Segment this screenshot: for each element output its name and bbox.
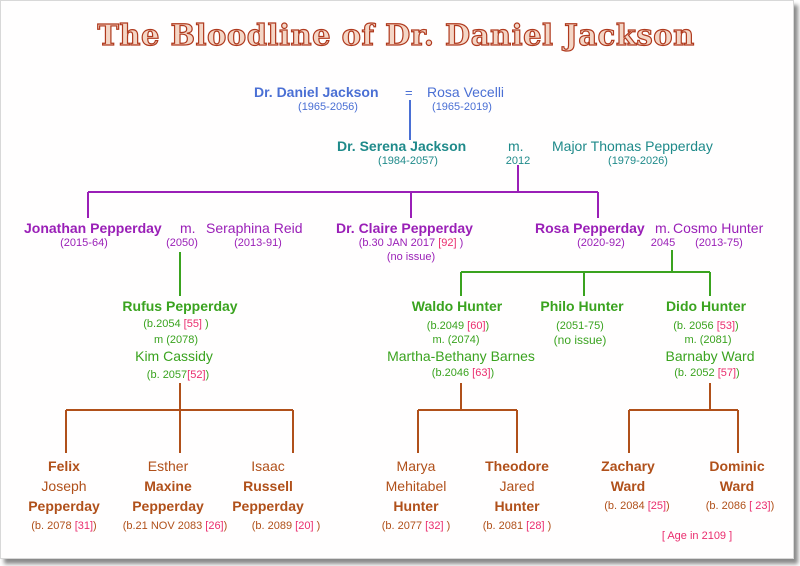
person-isaac-pepperday: Isaac Russell Pepperday bbox=[232, 458, 304, 514]
marriage-sign: = bbox=[405, 85, 413, 100]
marriage-waldo: m. (2074) bbox=[432, 334, 480, 346]
person-dido-hunter: Dido Hunter bbox=[665, 298, 747, 314]
age-dominic: [ 23] bbox=[749, 500, 771, 512]
age-theodore: [28] bbox=[526, 520, 545, 532]
dates-dido-hunter: (b. 2056 [53]) bbox=[673, 320, 739, 332]
person-felix-pepperday: Felix Joseph Pepperday bbox=[28, 458, 100, 514]
person-theodore-hunter: Theodore Jared Hunter bbox=[485, 458, 549, 514]
person-kim-cassidy: Kim Cassidy bbox=[135, 348, 213, 364]
person-thomas-pepperday: Major Thomas Pepperday bbox=[552, 138, 713, 154]
dates-rosa-vecelli: (1965-2019) bbox=[432, 101, 492, 113]
marriage-label: m. bbox=[655, 220, 671, 236]
marriage-dido: m. (2081) bbox=[684, 334, 732, 346]
dates-felix: (b. 2078 [31]) bbox=[31, 520, 97, 532]
dates-kim-cassidy: (b. 2057[52]) bbox=[146, 369, 210, 381]
age-dido: [53] bbox=[716, 320, 736, 332]
dates-jonathan-pepperday: (2015-64) bbox=[60, 237, 108, 249]
person-daniel-jackson: Dr. Daniel Jackson bbox=[254, 84, 379, 100]
dates-theodore: (b. 2081 [28] ) bbox=[482, 520, 552, 532]
dates-zachary: (b. 2084 [25]) bbox=[604, 500, 670, 512]
age-claire: [92] bbox=[438, 237, 457, 249]
dates-daniel-jackson: (1965-2056) bbox=[298, 101, 358, 113]
person-cosmo-hunter: Cosmo Hunter bbox=[673, 220, 764, 236]
dates-seraphina-reid: (2013-91) bbox=[234, 237, 282, 249]
age-marya: [32] bbox=[425, 520, 444, 532]
age-isaac: [20] bbox=[295, 520, 314, 532]
age-zachary: [25] bbox=[647, 500, 667, 512]
person-esther-pepperday: Esther Maxine Pepperday bbox=[132, 458, 204, 514]
dates-claire-pepperday: (b.30 JAN 2017 [92] ) bbox=[358, 237, 464, 249]
page-title: The Bloodline of Dr. Daniel Jackson bbox=[97, 17, 695, 52]
age-note: [ Age in 2109 ] bbox=[661, 530, 733, 542]
dates-marya: (b. 2077 [32] ) bbox=[381, 520, 451, 532]
age-felix: [31] bbox=[74, 520, 94, 532]
person-martha-bethany-barnes: Martha-Bethany Barnes bbox=[387, 348, 535, 364]
age-waldo: [60] bbox=[467, 320, 486, 332]
person-seraphina-reid: Seraphina Reid bbox=[206, 220, 303, 236]
age-barnaby: [57] bbox=[717, 367, 737, 379]
age-rufus: [55] bbox=[183, 318, 202, 330]
person-philo-hunter: Philo Hunter bbox=[540, 298, 624, 314]
person-dominic-ward: Dominic Ward bbox=[709, 458, 765, 494]
dates-cosmo-hunter: (2013-75) bbox=[695, 237, 743, 249]
marriage-year: 2045 bbox=[650, 237, 676, 249]
dates-philo-hunter: (2051-75) bbox=[556, 320, 604, 332]
person-serena-jackson: Dr. Serena Jackson bbox=[337, 138, 467, 154]
note-no-issue: (no issue) bbox=[553, 333, 607, 347]
dates-esther: (b.21 NOV 2083 [26]) bbox=[122, 520, 228, 532]
person-claire-pepperday: Dr. Claire Pepperday bbox=[336, 220, 473, 236]
person-rufus-pepperday: Rufus Pepperday bbox=[122, 298, 238, 314]
dates-rosa-pepperday: (2020-92) bbox=[577, 237, 625, 249]
marriage-year: (2050) bbox=[166, 237, 198, 249]
dates-rufus-pepperday: (b.2054 [55] ) bbox=[143, 318, 209, 330]
marriage-rufus: m (2078) bbox=[153, 334, 199, 346]
person-rosa-pepperday: Rosa Pepperday bbox=[535, 220, 645, 236]
marriage-label: m. bbox=[508, 138, 524, 154]
marriage-year: 2012 bbox=[505, 155, 531, 167]
person-jonathan-pepperday: Jonathan Pepperday bbox=[24, 220, 162, 236]
age-martha: [63] bbox=[472, 367, 491, 379]
dates-dominic: (b. 2086 [ 23]) bbox=[705, 500, 775, 512]
age-kim: [52] bbox=[187, 369, 206, 381]
dates-isaac: (b. 2089 [20] ) bbox=[251, 520, 321, 532]
person-rosa-vecelli: Rosa Vecelli bbox=[427, 84, 505, 100]
person-zachary-ward: Zachary Ward bbox=[601, 458, 655, 494]
person-waldo-hunter: Waldo Hunter bbox=[411, 298, 503, 314]
dates-thomas-pepperday: (1979-2026) bbox=[608, 155, 668, 167]
person-marya-hunter: Marya Mehitabel Hunter bbox=[385, 458, 447, 514]
marriage-label: m. bbox=[180, 220, 196, 236]
dates-martha-bethany-barnes: (b.2046 [63]) bbox=[431, 367, 495, 379]
age-esther: [26] bbox=[205, 520, 224, 532]
note-no-issue: (no issue) bbox=[386, 251, 436, 263]
person-barnaby-ward: Barnaby Ward bbox=[665, 348, 755, 364]
dates-waldo-hunter: (b.2049 [60]) bbox=[426, 320, 490, 332]
dates-barnaby-ward: (b. 2052 [57]) bbox=[674, 367, 740, 379]
dates-serena-jackson: (1984-2057) bbox=[378, 155, 438, 167]
